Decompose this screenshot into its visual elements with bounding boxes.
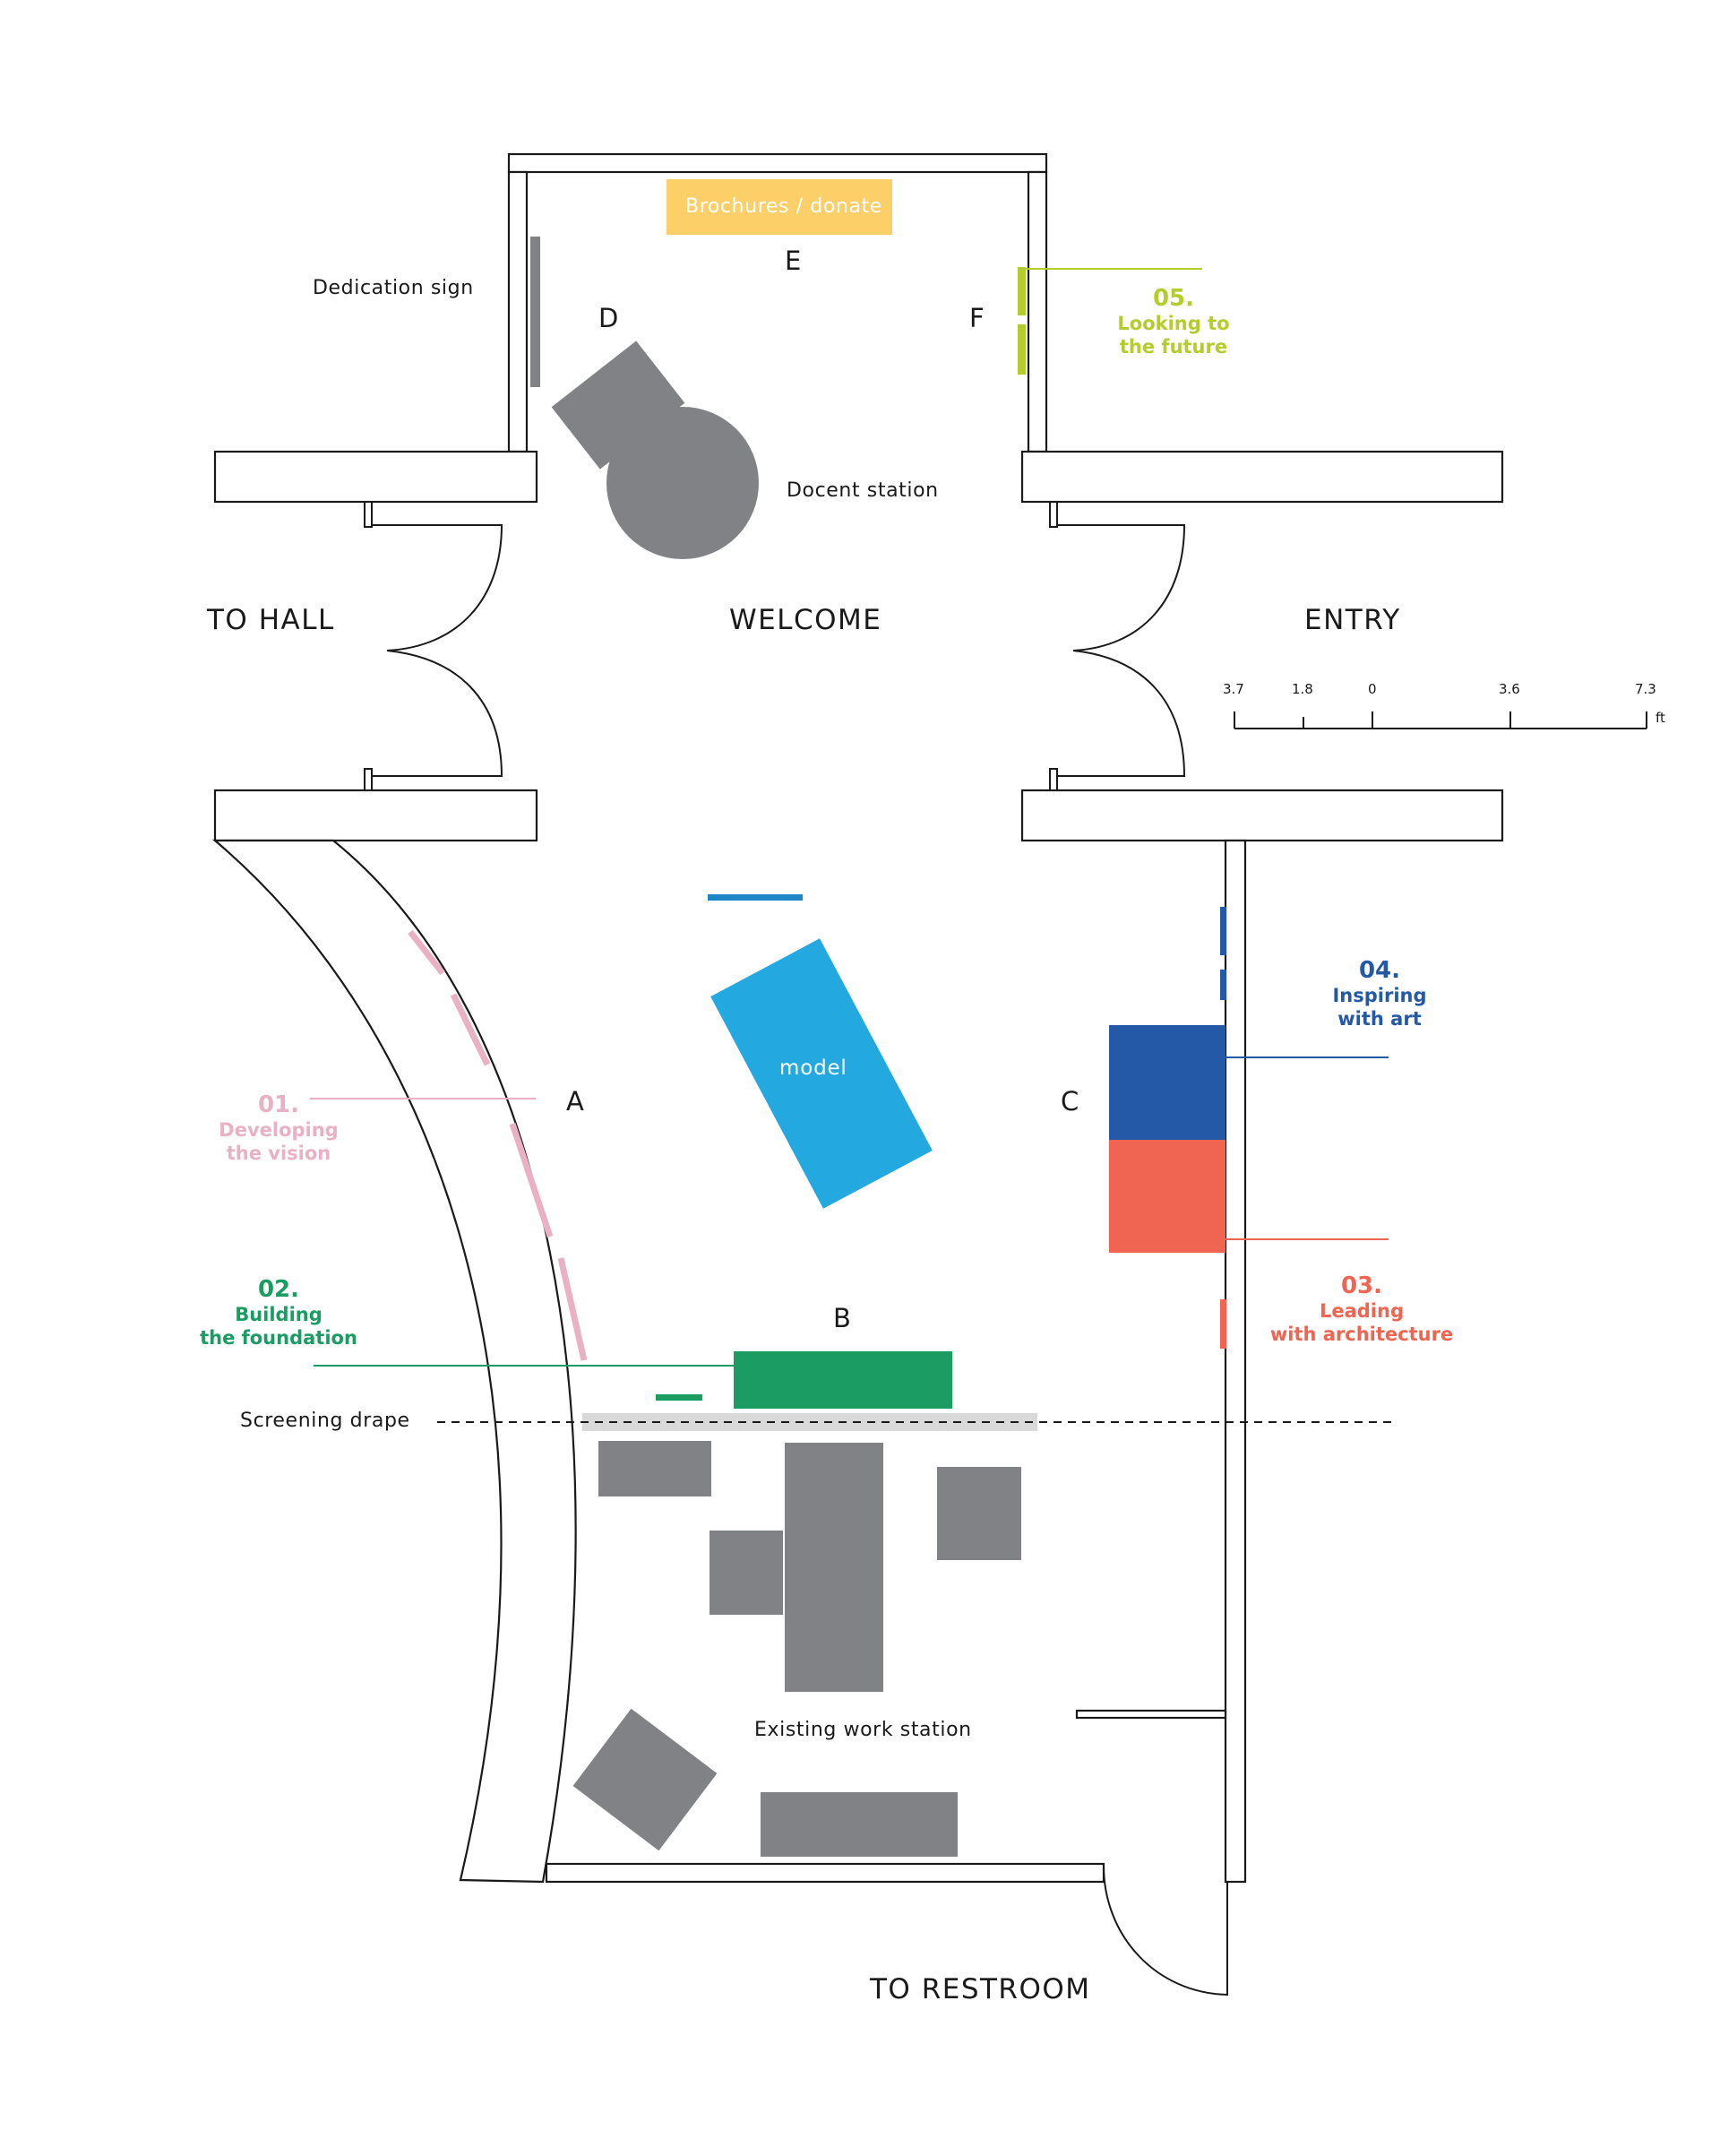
doors	[364, 501, 1228, 1996]
lower-left-wall	[213, 789, 538, 842]
zone-d-label: D	[598, 303, 619, 333]
zone-b-label: B	[833, 1303, 851, 1333]
theme-04-number: 04.	[1358, 957, 1401, 984]
upper-left-wall	[213, 450, 538, 504]
art-wall-block	[1109, 1025, 1226, 1140]
work-desk-4	[710, 1531, 783, 1615]
model-bar	[708, 894, 803, 901]
left-door-lower-leaf	[372, 650, 503, 777]
brochures-stand	[666, 179, 892, 235]
welcome-label: WELCOME	[729, 604, 882, 636]
theme-02-line2: the foundation	[200, 1327, 357, 1349]
vision-panel-2	[450, 993, 491, 1066]
architecture-wall-block	[1109, 1140, 1226, 1253]
future-panel-2	[1018, 324, 1026, 375]
theme-05: 05. Looking to the future	[1093, 285, 1254, 358]
left-door-jamb-top	[364, 501, 373, 528]
model-label: model	[779, 1056, 847, 1080]
theme-02-line1: Building	[235, 1304, 322, 1325]
left-door-jamb-bottom	[364, 768, 373, 791]
lower-right-wall	[1020, 789, 1504, 842]
walls	[212, 152, 1504, 1884]
theme-01-line2: the vision	[226, 1143, 331, 1164]
entry-label: ENTRY	[1304, 604, 1401, 636]
curved-left-wall	[212, 839, 577, 1884]
gallery-right-wall	[1224, 839, 1247, 1884]
scale-unit-label: ft	[1656, 710, 1665, 726]
future-panel-1	[1018, 267, 1026, 315]
theme-04: 04. Inspiring with art	[1299, 957, 1460, 1031]
vision-panel-4	[557, 1257, 588, 1361]
dedication-sign-label: Dedication sign	[313, 277, 474, 299]
theme-03: 03. Leading with architecture	[1263, 1272, 1460, 1346]
right-door-lower-leaf	[1057, 650, 1186, 777]
theme-05-line2: the future	[1119, 336, 1228, 358]
theme-04-line1: Inspiring	[1332, 985, 1427, 1006]
work-station-label: Existing work station	[754, 1719, 972, 1741]
gallery-bottom-wall	[545, 1862, 1105, 1884]
docent-station	[551, 341, 759, 559]
scale-tick-label-4: 3.6	[1499, 681, 1520, 697]
right-door-jamb-bottom	[1049, 768, 1058, 791]
work-station	[572, 1441, 1021, 1857]
vision-panel-3	[509, 1122, 554, 1238]
left-door-upper-leaf	[372, 524, 503, 651]
theme-02: 02. Building the foundation	[189, 1276, 368, 1350]
theme-01: 01. Developing the vision	[202, 1091, 355, 1165]
scale-bar	[1234, 711, 1647, 729]
alcove-left-wall	[507, 170, 529, 453]
docent-station-label: Docent station	[787, 479, 939, 502]
alcove-top-wall	[507, 152, 1048, 174]
zone-f-label: F	[969, 303, 985, 333]
vision-panels	[408, 929, 588, 1361]
theme-03-number: 03.	[1340, 1272, 1383, 1299]
theme-05-number: 05.	[1152, 285, 1195, 312]
to-restroom-label: TO RESTROOM	[870, 1973, 1091, 2005]
screening-drape-label: Screening drape	[240, 1410, 410, 1432]
scale-tick-label-3: 0	[1368, 681, 1377, 697]
docent-desk	[551, 341, 685, 470]
scale-tick-label-1: 3.7	[1223, 681, 1244, 697]
architecture-panel	[1220, 1299, 1226, 1349]
to-hall-label: TO HALL	[207, 604, 335, 636]
zone-e-label: E	[785, 246, 802, 276]
work-desk-6	[761, 1792, 958, 1857]
foundation-table	[734, 1351, 952, 1409]
work-desk-5	[572, 1708, 718, 1851]
theme-02-number: 02.	[257, 1276, 300, 1303]
theme-03-line2: with architecture	[1269, 1324, 1454, 1345]
theme-01-number: 01.	[257, 1091, 300, 1118]
work-desk-1	[598, 1441, 711, 1496]
scale-tick-label-5: 7.3	[1635, 681, 1656, 697]
theme-05-line1: Looking to	[1117, 313, 1230, 334]
model-table	[710, 938, 933, 1209]
work-desk-3	[937, 1467, 1021, 1560]
right-door-upper-leaf	[1057, 524, 1186, 651]
dedication-sign-panel	[530, 237, 540, 387]
vision-panel-1	[408, 929, 445, 976]
art-panel-2	[1220, 970, 1226, 1000]
art-panels	[1109, 907, 1226, 1140]
right-door-jamb-top	[1049, 501, 1058, 528]
zone-a-label: A	[566, 1086, 584, 1117]
internal-short-wall	[1075, 1709, 1227, 1720]
alcove-right-wall	[1027, 170, 1048, 453]
zone-c-label: C	[1061, 1086, 1079, 1117]
foundation-small-panel	[656, 1394, 702, 1401]
theme-04-line2: with art	[1337, 1008, 1422, 1030]
future-panels	[1018, 267, 1026, 375]
scale-tick-label-2: 1.8	[1292, 681, 1313, 697]
docent-table	[606, 407, 759, 559]
theme-01-line1: Developing	[219, 1119, 339, 1141]
brochures-label: Brochures / donate	[685, 195, 882, 218]
restroom-door-leaf	[1103, 1865, 1228, 1996]
theme-03-line1: Leading	[1319, 1300, 1404, 1322]
art-panel-1	[1220, 907, 1226, 955]
upper-right-wall	[1020, 450, 1504, 504]
work-desk-2	[785, 1443, 883, 1692]
